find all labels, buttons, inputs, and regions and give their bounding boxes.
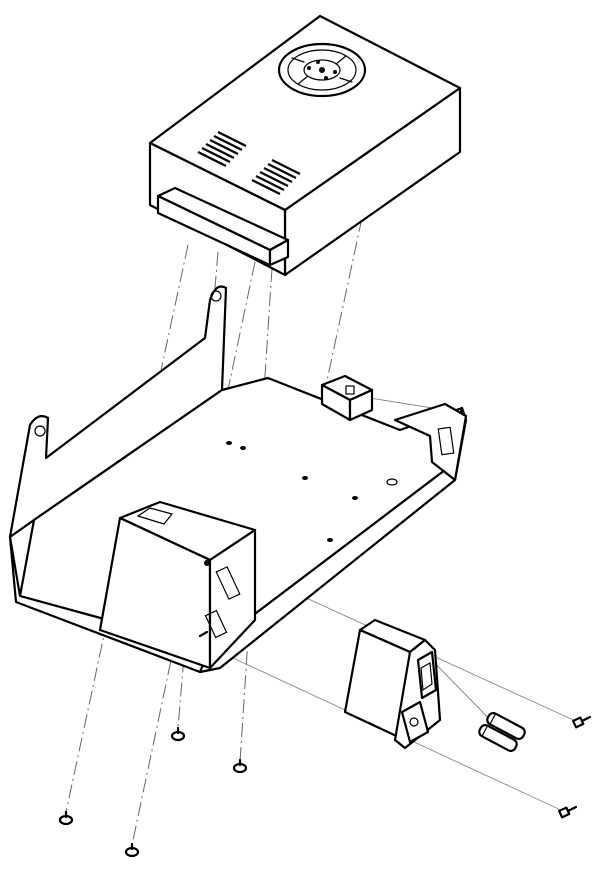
mounting-holes [226, 441, 398, 542]
fuse-holder [400, 700, 430, 744]
screw [572, 715, 592, 729]
screw [58, 810, 74, 826]
screw [170, 726, 186, 742]
screw [232, 758, 248, 774]
iec-inlet-switch-module [343, 618, 442, 750]
fuses [478, 711, 526, 753]
chassis-tray [8, 285, 468, 674]
screw [558, 805, 578, 819]
power-supply-module [148, 14, 462, 277]
screw [124, 842, 140, 858]
fuse [478, 723, 518, 753]
vent-slots [197, 131, 301, 195]
connector-plug [320, 374, 374, 422]
cooling-fan-grille [277, 42, 367, 98]
fuse [486, 711, 526, 741]
rocker-switch [416, 650, 438, 700]
terminal-strip [156, 186, 290, 267]
screws [58, 630, 592, 858]
inlet-box [98, 500, 257, 670]
screw [198, 630, 209, 638]
